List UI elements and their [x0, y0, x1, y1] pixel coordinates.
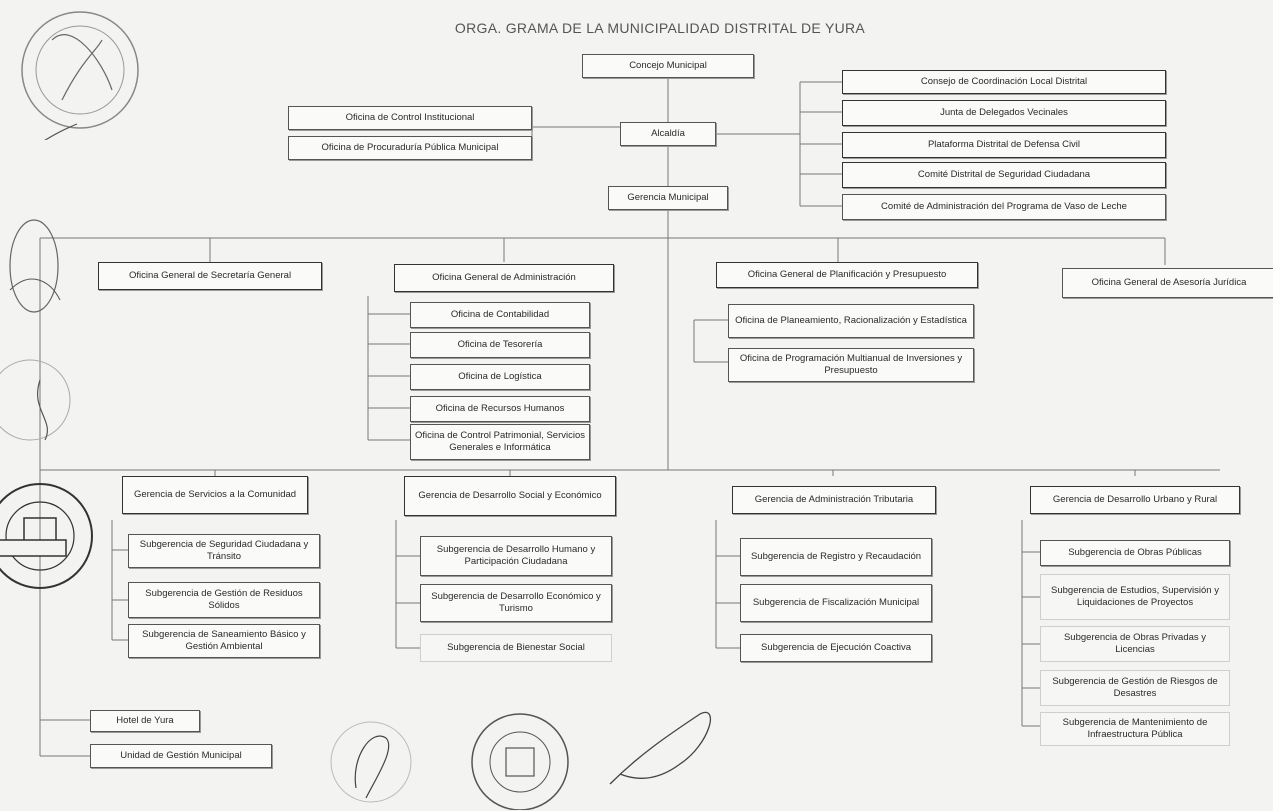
unidad-gestion-box: Unidad de Gestión Municipal	[90, 744, 272, 768]
subgerencia-box: Subgerencia de Bienestar Social	[420, 634, 612, 662]
subgerencia-box: Subgerencia de Saneamiento Básico y Gest…	[128, 624, 320, 658]
subgerencia-box: Subgerencia de Seguridad Ciudadana y Trá…	[128, 534, 320, 568]
admin-unit-box: Oficina de Control Patrimonial, Servicio…	[410, 424, 590, 460]
oci-box: Oficina de Control Institucional	[288, 106, 532, 130]
subgerencia-box: Subgerencia de Gestión de Residuos Sólid…	[128, 582, 320, 618]
gerencia-desarrollo-urbano-box: Gerencia de Desarrollo Urbano y Rural	[1030, 486, 1240, 514]
signature-bottom-left	[330, 721, 412, 803]
secretaria-general-box: Oficina General de Secretaría General	[98, 262, 322, 290]
subgerencia-box: Subgerencia de Obras Privadas y Licencia…	[1040, 626, 1230, 662]
consejo-box: Consejo de Coordinación Local Distrital	[842, 70, 1166, 94]
consejo-box: Plataforma Distrital de Defensa Civil	[842, 132, 1166, 158]
gerencia-servicios-box: Gerencia de Servicios a la Comunidad	[122, 476, 308, 514]
concejo-municipal-box: Concejo Municipal	[582, 54, 754, 78]
municipal-seal-top-left	[21, 11, 139, 140]
seal-left-lower	[0, 359, 71, 441]
gerencia-stamp	[0, 483, 93, 589]
consejo-box: Comité de Administración del Programa de…	[842, 194, 1166, 220]
subgerencia-box: Subgerencia de Registro y Recaudación	[740, 538, 932, 576]
subgerencia-box: Subgerencia de Mantenimiento de Infraest…	[1040, 712, 1230, 746]
subgerencia-box: Subgerencia de Fiscalización Municipal	[740, 584, 932, 622]
consejo-box: Junta de Delegados Vecinales	[842, 100, 1166, 126]
hotel-yura-box: Hotel de Yura	[90, 710, 200, 732]
subgerencia-box: Subgerencia de Obras Públicas	[1040, 540, 1230, 566]
admin-unit-box: Oficina de Logística	[410, 364, 590, 390]
municipal-seal-bottom	[471, 713, 569, 810]
signature-left-mid	[9, 219, 61, 313]
subgerencia-box: Subgerencia de Ejecución Coactiva	[740, 634, 932, 662]
subgerencia-box: Subgerencia de Gestión de Riesgos de Des…	[1040, 670, 1230, 706]
admin-unit-box: Oficina de Recursos Humanos	[410, 396, 590, 422]
asesoria-juridica-box: Oficina General de Asesoría Jurídica	[1062, 268, 1273, 298]
gerencia-desarrollo-social-box: Gerencia de Desarrollo Social y Económic…	[404, 476, 616, 516]
administracion-box: Oficina General de Administración	[394, 264, 614, 292]
alcaldia-box: Alcaldía	[620, 122, 716, 146]
planificacion-box: Oficina General de Planificación y Presu…	[716, 262, 978, 288]
admin-unit-box: Oficina de Tesorería	[410, 332, 590, 358]
admin-unit-box: Oficina de Contabilidad	[410, 302, 590, 328]
gerencia-tributaria-box: Gerencia de Administración Tributaria	[732, 486, 936, 514]
gerencia-municipal-box: Gerencia Municipal	[608, 186, 728, 210]
chart-title: ORGA. GRAMA DE LA MUNICIPALIDAD DISTRITA…	[454, 20, 866, 36]
plan-unit-box: Oficina de Programación Multianual de In…	[728, 348, 974, 382]
procuraduria-box: Oficina de Procuraduría Pública Municipa…	[288, 136, 532, 160]
subgerencia-box: Subgerencia de Desarrollo Económico y Tu…	[420, 584, 612, 622]
subgerencia-box: Subgerencia de Desarrollo Humano y Parti…	[420, 536, 612, 576]
plan-unit-box: Oficina de Planeamiento, Racionalización…	[728, 304, 974, 338]
consejo-box: Comité Distrital de Seguridad Ciudadana	[842, 162, 1166, 188]
signature-bottom-right	[609, 711, 711, 785]
subgerencia-box: Subgerencia de Estudios, Supervisión y L…	[1040, 574, 1230, 620]
